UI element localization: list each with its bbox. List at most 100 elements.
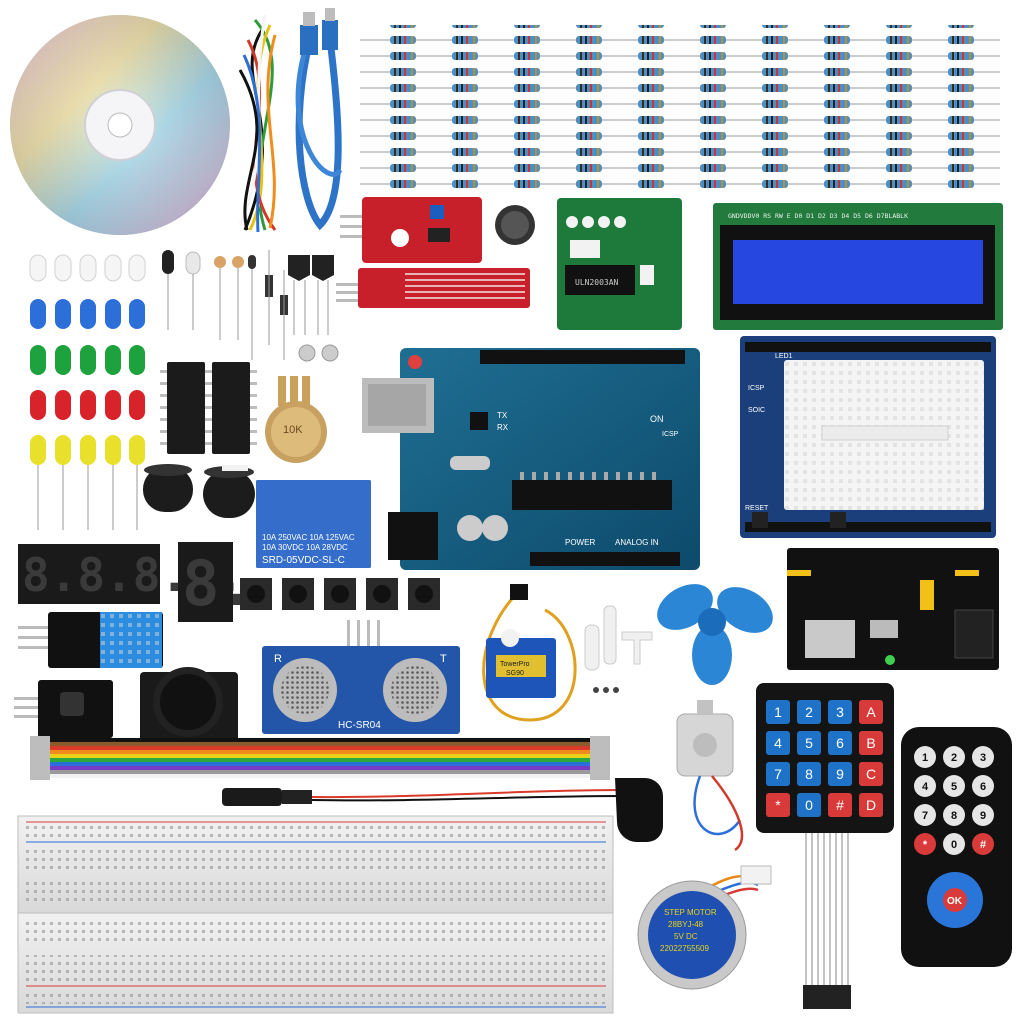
remote-key [972,775,994,797]
remote-key-label: 3 [980,752,986,764]
keypad-key [766,731,790,755]
keypad-key [828,793,852,817]
breadboard-top [17,815,614,914]
keypad-key-label: * [775,797,781,813]
stepper-motor: STEP MOTOR 28BYJ-48 5V DC 22022755509 [637,865,772,990]
remote-key-label: 7 [922,810,928,822]
stepper-driver-board: ULN2003AN [557,198,682,330]
ultrasonic-r-label: R [274,653,282,665]
ic-chips [160,362,257,454]
keypad-key-label: 5 [805,735,813,751]
relay-model: SRD-05VDC-SL-C [262,555,345,566]
breadboard-power-supply [787,548,999,670]
remote-key [943,775,965,797]
servo-brand: TowerPro [500,661,530,668]
keypad-key-label: 2 [805,704,813,720]
remote-key [943,833,965,855]
push-buttons [240,578,440,610]
keypad-key [766,793,790,817]
keypad-key [828,731,852,755]
stepper-line3: 5V DC [674,932,698,941]
dc-motor [676,700,744,852]
keypad-key [766,762,790,786]
keypad-key [859,700,883,724]
remote-key-label: 8 [951,810,957,822]
keypad-key [766,700,790,724]
keypad-key-label: 9 [836,766,844,782]
ultrasonic-sensor: R T HC-SR04 [262,620,460,734]
prototype-shield: RESET ICSP SOIC LED1 [740,336,996,538]
ultrasonic-t-label: T [440,653,447,665]
lcd-display-module: GNDVDDV0 RS RW E D0 D1 D2 D3 D4 D5 D6 D7… [713,203,1003,330]
relay-module: 10A 250VAC 10A 125VAC 10A 30VDC 10A 28VD… [256,480,371,568]
remote-key-label: 4 [922,781,929,793]
remote-key-label: 5 [951,781,957,793]
cd-disc-icon [10,15,230,235]
shield-soic-label: SOIC [748,407,765,414]
sound-sensor-module [340,197,535,263]
keypad-key [859,793,883,817]
arduino-rx-label: RX [497,423,509,432]
keypad-key-label: A [866,704,876,720]
ribbon-cable [30,736,610,780]
keypad-key-label: 7 [774,766,782,782]
jumper-wire-icon [238,14,277,233]
remote-key [943,804,965,826]
stepper-line4: 22022755509 [660,944,709,953]
keypad-key-label: 0 [805,797,813,813]
remote-key [972,746,994,768]
keypad-key [797,793,821,817]
remote-key-label: # [980,839,986,851]
potentiometer-label: 10K [283,424,303,436]
remote-key [914,833,936,855]
shield-icsp-label: ICSP [748,385,765,392]
keypad-key-label: C [866,766,876,782]
keypad-key [797,731,821,755]
remote-key [972,804,994,826]
water-level-sensor [336,268,530,308]
remote-key-label: 1 [922,752,928,764]
remote-key-label: * [923,839,928,851]
keypad-key [797,700,821,724]
remote-key [914,746,936,768]
arduino-analog-label: ANALOG IN [615,538,659,547]
battery-clip-icon [222,778,663,842]
relay-rating-1: 10A 250VAC 10A 125VAC [262,533,355,542]
potentiometer: 10K [265,376,327,463]
dht11-sensor [18,612,163,668]
arduino-tx-label: TX [497,411,508,420]
servo-motor: TowerPro SG90 [482,584,577,722]
keypad-key-label: B [866,735,875,751]
stepper-line1: STEP MOTOR [664,908,717,917]
keypad-key-label: 3 [836,704,844,720]
buzzers [143,464,255,518]
keypad-key-label: 8 [805,766,813,782]
remote-key-label: 2 [951,752,957,764]
keypad-key [828,762,852,786]
remote-key-label: 0 [951,839,957,851]
fan-icon [657,584,773,685]
resistor-icon [360,25,1000,190]
lcd-pin-labels: GNDVDDV0 RS RW E D0 D1 D2 D3 D4 D5 D6 D7… [728,212,908,220]
remote-key [972,833,994,855]
servo-horns [584,605,653,693]
joystick-module [140,667,238,742]
remote-ok-button [943,888,967,912]
keypad-key-label: 6 [836,735,844,751]
keypad-key-label: 4 [774,735,782,751]
remote-key [943,746,965,768]
keypad-key [828,700,852,724]
keypad-key [859,762,883,786]
driver-chip-label: ULN2003AN [575,278,619,287]
servo-model: SG90 [506,670,524,677]
arduino-icsp-label: ICSP [662,431,679,438]
keypad-key-label: D [866,797,876,813]
ultrasonic-model: HC-SR04 [338,720,381,731]
arduino-power-label: POWER [565,538,595,547]
arduino-uno-board: ON TX RX ICSP POWER ANALOG IN [362,348,700,570]
arduino-on-label: ON [650,414,664,424]
shield-led-label: LED1 [775,353,793,360]
